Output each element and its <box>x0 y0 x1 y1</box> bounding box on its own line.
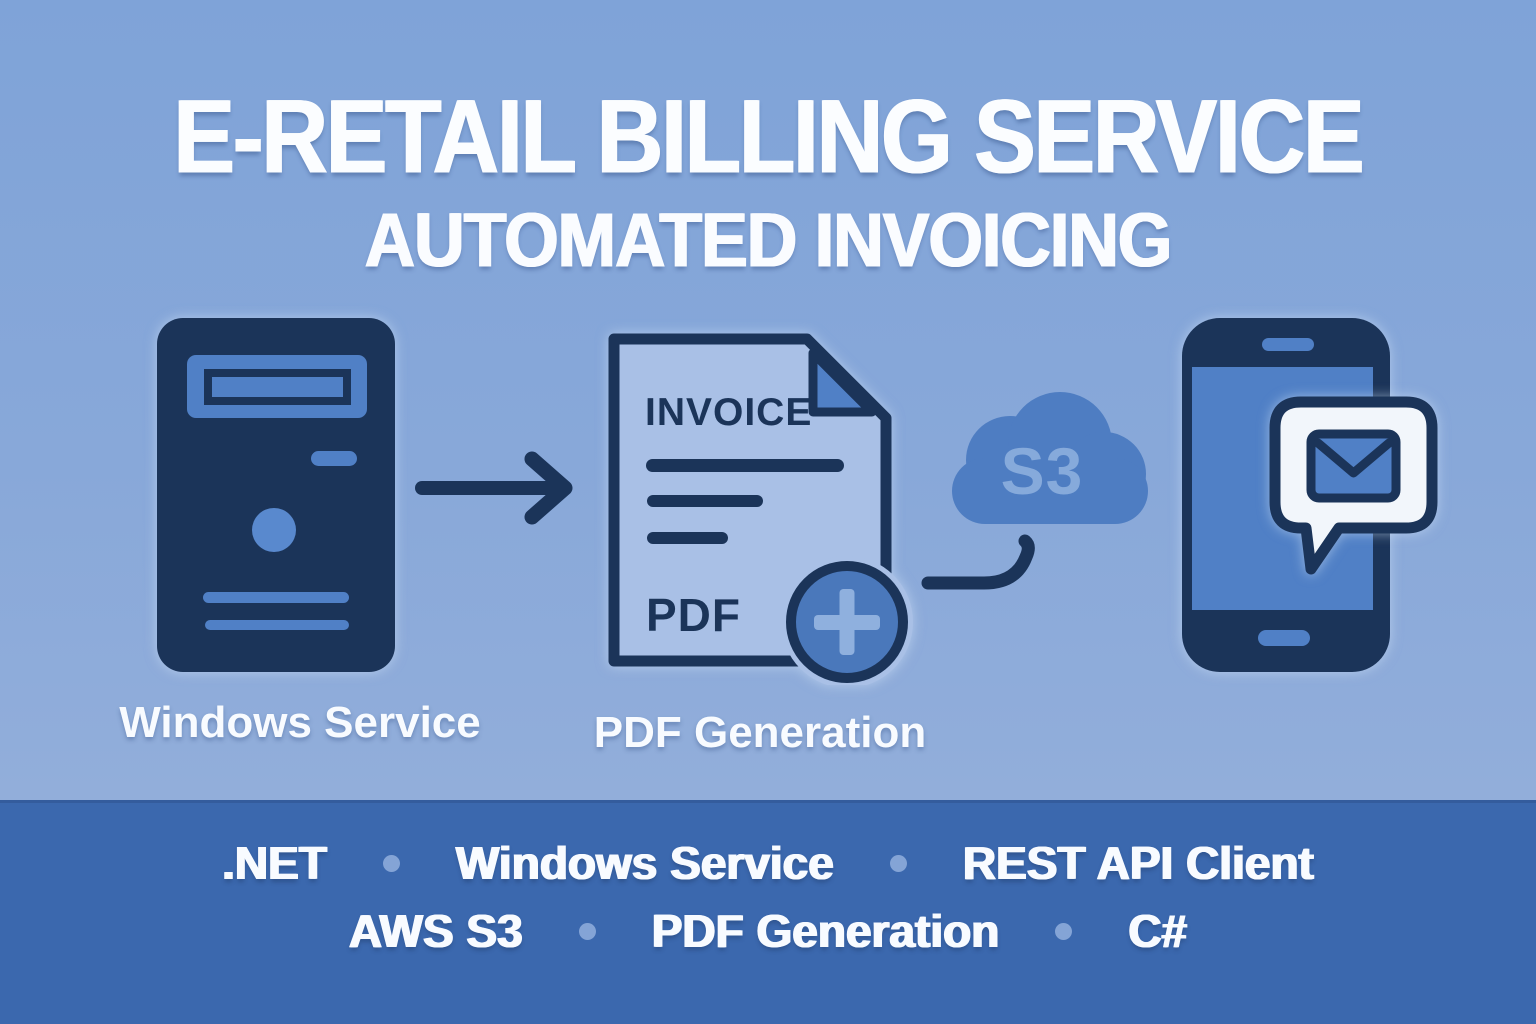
server-drive-slot <box>204 369 351 405</box>
tag-row: .NET Windows Service REST API Client <box>222 836 1314 890</box>
s3-cloud-icon: S3 <box>952 392 1148 524</box>
tag-aws-s3: AWS S3 <box>348 905 523 957</box>
document-text-line <box>647 532 728 544</box>
page-subtitle: AUTOMATED INVOICING <box>364 197 1173 283</box>
arrow-right-icon <box>415 451 573 525</box>
server-power-button <box>252 508 296 552</box>
separator-dot <box>889 854 907 872</box>
plus-vertical <box>839 589 855 655</box>
page-title: E-RETAIL BILLING SERVICE <box>173 79 1364 196</box>
separator-dot <box>382 854 400 872</box>
separator-dot <box>1055 922 1073 940</box>
invoice-document-icon: INVOICE PDF <box>608 333 913 685</box>
server-led-bar <box>311 451 357 466</box>
document-text-line <box>646 459 844 472</box>
tag-pdf-generation: PDF Generation <box>651 905 1000 957</box>
s3-label: S3 <box>1001 434 1084 508</box>
windows-service-label: Windows Service <box>119 698 481 747</box>
document-title-text: INVOICE <box>645 391 812 434</box>
server-drive-bay <box>187 355 367 418</box>
envelope-flap <box>1313 438 1394 478</box>
phone-speaker <box>1262 338 1314 351</box>
tag-windows-service: Windows Service <box>455 837 834 889</box>
tag-row: AWS S3 PDF Generation C# <box>349 904 1187 958</box>
envelope-icon <box>1306 429 1401 503</box>
tag-rest-api-client: REST API Client <box>962 837 1314 889</box>
tag-csharp: C# <box>1128 905 1188 957</box>
separator-dot <box>578 922 596 940</box>
curve-connector-icon <box>921 534 1035 590</box>
document-folded-corner <box>808 348 877 417</box>
message-bubble-icon <box>1269 396 1438 575</box>
server-vent-line <box>203 592 349 603</box>
server-icon <box>157 318 395 672</box>
phone-home-button <box>1258 630 1310 646</box>
document-text-line <box>647 495 763 507</box>
tech-stack-bar: .NET Windows Service REST API Client AWS… <box>0 800 1536 1024</box>
pdf-generation-label: PDF Generation <box>593 708 927 757</box>
server-vent-line <box>205 620 349 630</box>
plus-circle-icon <box>781 556 913 685</box>
document-type-text: PDF <box>646 589 741 641</box>
tag-dotnet: .NET <box>222 837 327 889</box>
